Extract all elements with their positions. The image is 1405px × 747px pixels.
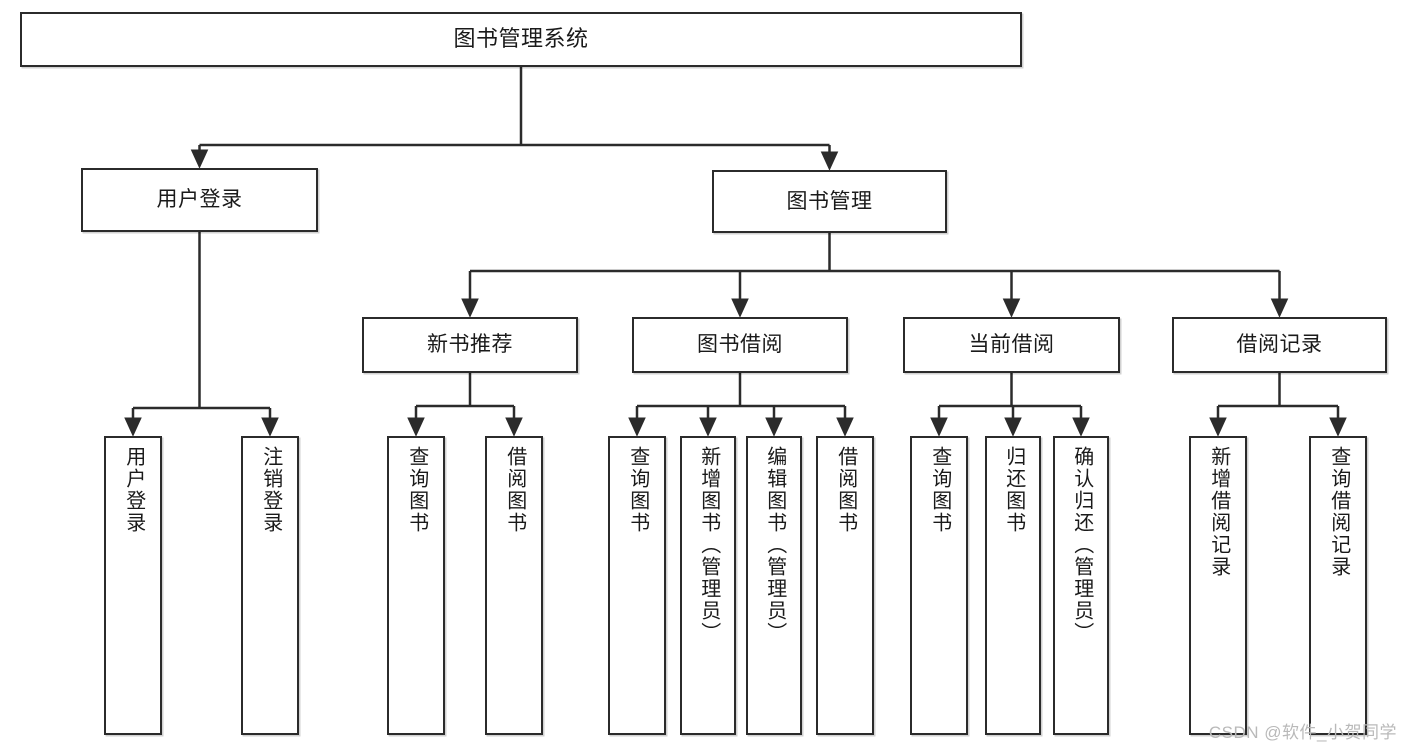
node-l2-new[interactable]: 新书推荐: [362, 317, 578, 373]
node-label: 借阅图书: [834, 446, 857, 534]
node-l3-user-login[interactable]: 用户登录: [104, 436, 162, 735]
node-l1-book[interactable]: 图书管理: [712, 170, 947, 233]
node-l3-bor-edit[interactable]: 编辑图书（管理员）: [746, 436, 802, 735]
node-label: 用户登录: [156, 188, 243, 212]
node-l2-record[interactable]: 借阅记录: [1172, 317, 1387, 373]
node-l1-user[interactable]: 用户登录: [81, 168, 318, 232]
node-label: 确认归还（管理员）: [1070, 446, 1093, 644]
node-label: 查询图书: [626, 446, 649, 534]
node-root[interactable]: 图书管理系统: [20, 12, 1022, 67]
node-l3-new-query[interactable]: 查询图书: [387, 436, 445, 735]
node-label: 编辑图书（管理员）: [763, 446, 786, 644]
node-l3-cur-confirm[interactable]: 确认归还（管理员）: [1053, 436, 1109, 735]
node-label: 新增图书（管理员）: [697, 446, 720, 644]
node-l3-bor-borrow[interactable]: 借阅图书: [816, 436, 874, 735]
node-l3-bor-query[interactable]: 查询图书: [608, 436, 666, 735]
node-l3-user-logout[interactable]: 注销登录: [241, 436, 299, 735]
node-label: 当前借阅: [968, 333, 1055, 357]
node-label: 图书借阅: [697, 333, 783, 357]
node-l2-borrow[interactable]: 图书借阅: [632, 317, 848, 373]
node-label: 图书管理: [786, 189, 873, 213]
node-label: 查询图书: [405, 446, 428, 534]
node-label: 图书管理系统: [453, 26, 589, 52]
node-l3-cur-return[interactable]: 归还图书: [985, 436, 1041, 735]
node-l3-bor-add[interactable]: 新增图书（管理员）: [680, 436, 736, 735]
node-label: 注销登录: [259, 446, 282, 534]
node-label: 用户登录: [122, 446, 145, 534]
node-l2-current[interactable]: 当前借阅: [903, 317, 1120, 373]
node-label: 查询借阅记录: [1327, 446, 1350, 578]
node-label: 借阅记录: [1236, 333, 1323, 357]
node-l3-rec-query[interactable]: 查询借阅记录: [1309, 436, 1367, 735]
node-label: 借阅图书: [503, 446, 526, 534]
node-l3-rec-add[interactable]: 新增借阅记录: [1189, 436, 1247, 735]
node-l3-cur-query[interactable]: 查询图书: [910, 436, 968, 735]
node-label: 归还图书: [1002, 446, 1025, 534]
node-label: 查询图书: [928, 446, 951, 534]
node-label: 新书推荐: [427, 333, 513, 357]
node-l3-new-borrow[interactable]: 借阅图书: [485, 436, 543, 735]
node-label: 新增借阅记录: [1207, 446, 1230, 578]
